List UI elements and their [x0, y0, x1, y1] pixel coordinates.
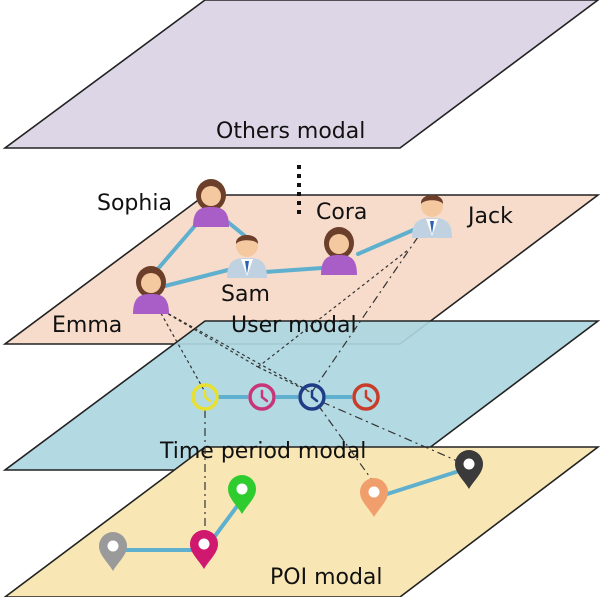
clock-icon: [352, 383, 380, 411]
cross-layer-links: [157, 233, 463, 535]
others-modal-label: Others modal: [216, 119, 365, 144]
user-label-jack: Jack: [466, 204, 513, 229]
poi-edges: [118, 470, 458, 552]
map-pin-icon: [99, 532, 127, 571]
ellipsis-dots: [297, 165, 301, 214]
others-modal-plane: [2, 0, 600, 149]
time-period-modal-label: Time period modal: [159, 439, 366, 464]
sophia-avatar: [193, 179, 229, 227]
poi-nodes: [99, 450, 483, 571]
poi-modal-label: POI modal: [270, 565, 383, 590]
user-modal-label: User modal: [231, 313, 357, 338]
map-pin-icon: [455, 450, 483, 489]
map-pin-icon: [228, 475, 256, 514]
clock-icon: [298, 383, 326, 411]
map-pin-icon: [360, 478, 388, 517]
emma-avatar: [133, 266, 169, 314]
jack-avatar: [412, 195, 452, 238]
map-pin-icon: [190, 530, 218, 569]
sam-avatar: [227, 235, 267, 278]
user-label-cora: Cora: [316, 200, 367, 225]
clock-icon: [191, 383, 219, 411]
user-label-emma: Emma: [52, 313, 122, 338]
clock-icon: [248, 383, 276, 411]
user-label-sam: Sam: [221, 282, 270, 307]
time-nodes: [191, 383, 380, 411]
poi-modal-plane: [3, 446, 600, 597]
cora-avatar: [321, 227, 357, 275]
user-label-sophia: Sophia: [97, 191, 172, 216]
